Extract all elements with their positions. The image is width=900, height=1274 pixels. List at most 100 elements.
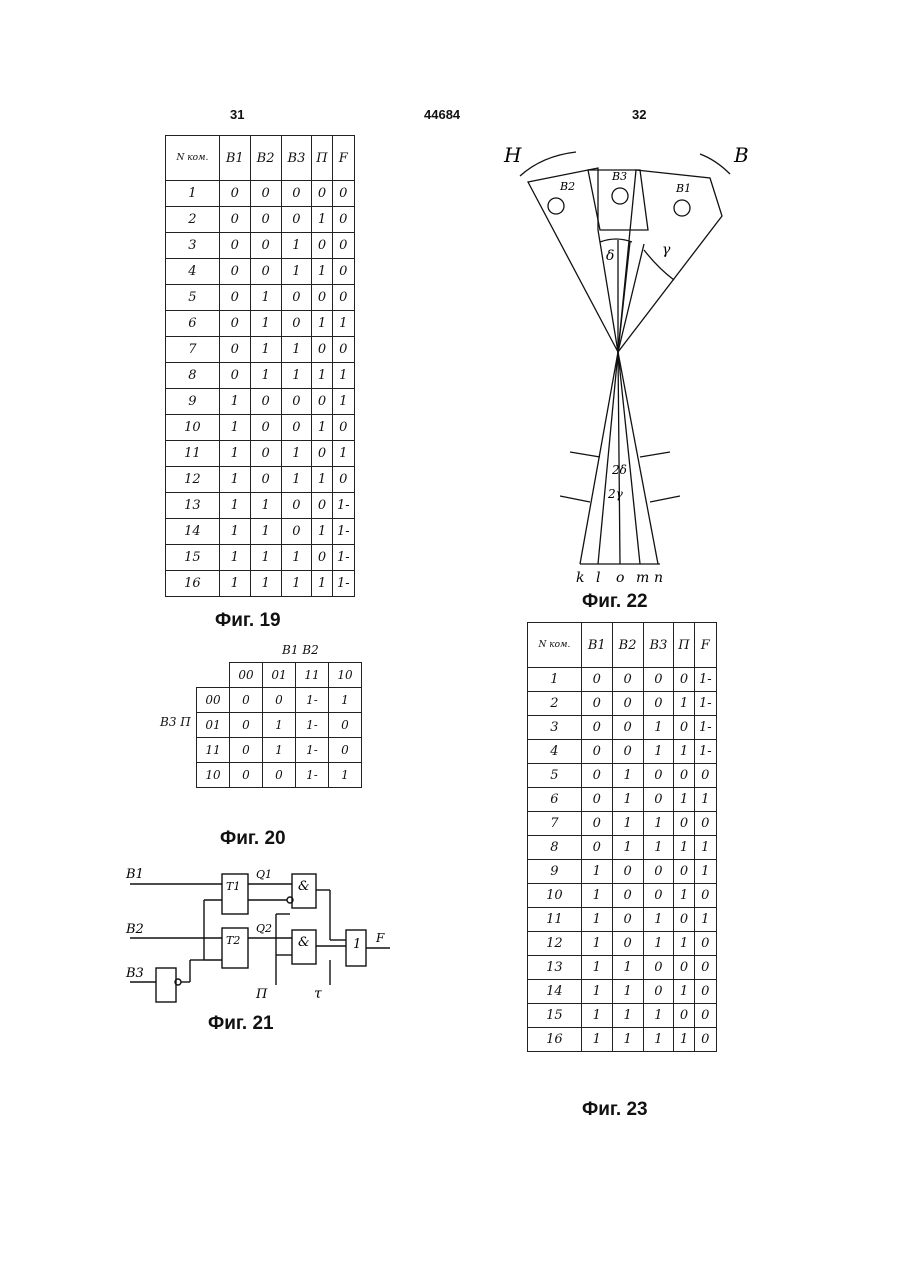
fig19-cell: 1 — [219, 519, 250, 545]
fig23-cell: 1- — [694, 740, 716, 764]
fig23-cell: 0 — [643, 668, 674, 692]
fig23-cell: 7 — [528, 812, 582, 836]
fig22-beam-label: l — [596, 570, 600, 586]
fig23-cell: 0 — [674, 956, 694, 980]
fig23-cell: 0 — [643, 764, 674, 788]
fig19-cell: 2 — [166, 207, 220, 233]
fig23-cell: 0 — [581, 764, 612, 788]
fig19-cell: 0 — [332, 207, 354, 233]
fig19-cell: 0 — [250, 415, 281, 441]
fig23-cell: 0 — [643, 860, 674, 884]
fig20-cell: 1- — [296, 763, 329, 788]
fig22-sensor-geometry: H В В2 В3 В1 δ γ 2δ 2γ klomn — [490, 130, 770, 590]
fig19-cell: 0 — [312, 441, 332, 467]
fig19-row: 100000 — [166, 181, 355, 207]
fig23-row: 1411010 — [528, 980, 717, 1004]
fig19-cell: 1- — [332, 571, 354, 597]
fig23-cell: 0 — [674, 1004, 694, 1028]
fig19-cell: 0 — [219, 259, 250, 285]
fig21-input-b2: В2 — [125, 922, 144, 937]
fig19-cell: 0 — [281, 181, 312, 207]
fig19-cell: 0 — [250, 441, 281, 467]
fig23-cell: 1 — [581, 1028, 612, 1052]
fig19-cell: 5 — [166, 285, 220, 311]
fig23-cell: 0 — [694, 956, 716, 980]
fig23-row: 400111- — [528, 740, 717, 764]
fig19-header-1: В1 — [219, 136, 250, 181]
fig23-cell: 0 — [694, 884, 716, 908]
fig21-t1: T1 — [226, 880, 240, 893]
fig19-cell: 1 — [312, 571, 332, 597]
fig21-t2: T2 — [226, 934, 240, 947]
fig19-cell: 0 — [332, 337, 354, 363]
fig19-cell: 0 — [281, 311, 312, 337]
fig23-cell: 1 — [581, 860, 612, 884]
fig19-cell: 12 — [166, 467, 220, 493]
fig21-and1: & — [298, 879, 310, 894]
fig21-output-f: F — [375, 931, 385, 945]
fig23-cell: 15 — [528, 1004, 582, 1028]
fig19-cell: 0 — [332, 259, 354, 285]
fig20-col-header: 11 — [296, 663, 329, 688]
fig23-cell: 1 — [643, 812, 674, 836]
patent-number: 44684 — [424, 107, 460, 122]
fig20-cell: 0 — [263, 688, 296, 713]
fig19-cell: 0 — [250, 207, 281, 233]
fig22-beam-label: m — [636, 570, 649, 586]
fig19-cell: 0 — [219, 311, 250, 337]
fig23-row: 1010010 — [528, 884, 717, 908]
fig23-cell: 0 — [581, 668, 612, 692]
fig20-cell: 0 — [230, 713, 263, 738]
fig23-header-4: П — [674, 623, 694, 668]
fig20-cell: 0 — [230, 688, 263, 713]
fig19-cell: 1 — [219, 467, 250, 493]
fig19-cell: 1 — [281, 545, 312, 571]
fig19-cell: 0 — [332, 467, 354, 493]
fig19-cell: 1 — [332, 389, 354, 415]
fig19-truth-table: N ком.В1В2В3ПF10000020001030010040011050… — [165, 135, 355, 597]
fig19-header-0: N ком. — [166, 136, 220, 181]
fig20-cell: 0 — [230, 763, 263, 788]
fig23-cell: 1 — [674, 932, 694, 956]
fig19-cell: 0 — [281, 415, 312, 441]
fig23-cell: 0 — [674, 908, 694, 932]
fig23-cell: 0 — [643, 788, 674, 812]
fig19-cell: 0 — [281, 493, 312, 519]
fig20-cell: 1 — [263, 738, 296, 763]
fig23-cell: 1 — [694, 836, 716, 860]
fig20-row-header: 11 — [197, 738, 230, 763]
fig19-cell: 1 — [281, 571, 312, 597]
fig19-cell: 11 — [166, 441, 220, 467]
fig19-cell: 1- — [332, 545, 354, 571]
fig19-caption: Фиг. 19 — [215, 610, 281, 632]
fig19-row: 501000 — [166, 285, 355, 311]
fig21-or: 1 — [353, 937, 361, 952]
fig19-header-5: F — [332, 136, 354, 181]
fig23-cell: 0 — [694, 812, 716, 836]
page-number-left: 31 — [230, 107, 244, 122]
fig19-cell: 0 — [219, 363, 250, 389]
fig19-cell: 1 — [250, 337, 281, 363]
fig23-cell: 1 — [643, 740, 674, 764]
fig19-header-3: В3 — [281, 136, 312, 181]
fig19-cell: 4 — [166, 259, 220, 285]
fig19-cell: 16 — [166, 571, 220, 597]
fig23-header-2: В2 — [612, 623, 643, 668]
fig19-cell: 8 — [166, 363, 220, 389]
fig19-cell: 0 — [250, 181, 281, 207]
fig23-header-5: F — [694, 623, 716, 668]
fig19-cell: 1 — [219, 441, 250, 467]
fig23-cell: 0 — [674, 860, 694, 884]
fig19-cell: 1 — [250, 571, 281, 597]
fig23-row: 1311000 — [528, 956, 717, 980]
fig23-cell: 1 — [674, 788, 694, 812]
fig22-dir-left: H — [503, 143, 522, 167]
fig23-cell: 1 — [643, 908, 674, 932]
fig23-cell: 0 — [612, 884, 643, 908]
fig20-cell: 1 — [263, 713, 296, 738]
fig21-and2: & — [298, 935, 310, 950]
fig19-cell: 1- — [332, 519, 354, 545]
fig22-angle-gamma: γ — [662, 242, 671, 258]
fig22-sensor-b3: В3 — [611, 170, 627, 183]
fig20-row-header: 01 — [197, 713, 230, 738]
